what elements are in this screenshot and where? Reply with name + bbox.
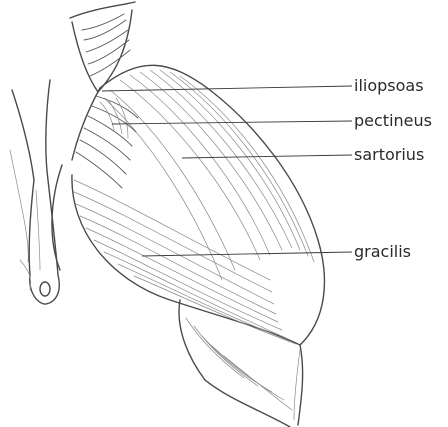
lower-leg-fibers [186, 318, 300, 420]
leader-sartorius [182, 155, 352, 158]
thigh-outline [52, 65, 325, 427]
leader-gracilis [142, 252, 352, 256]
torso-outline [70, 2, 135, 92]
label-sartorius: sartorius [354, 145, 424, 165]
label-gracilis: gracilis [354, 242, 411, 262]
label-pectineus: pectineus [354, 111, 432, 131]
upper-medial-fibers [76, 96, 138, 188]
genitalia-outline [10, 80, 59, 304]
leader-iliopsoas [102, 86, 352, 91]
label-iliopsoas: iliopsoas [354, 76, 424, 96]
